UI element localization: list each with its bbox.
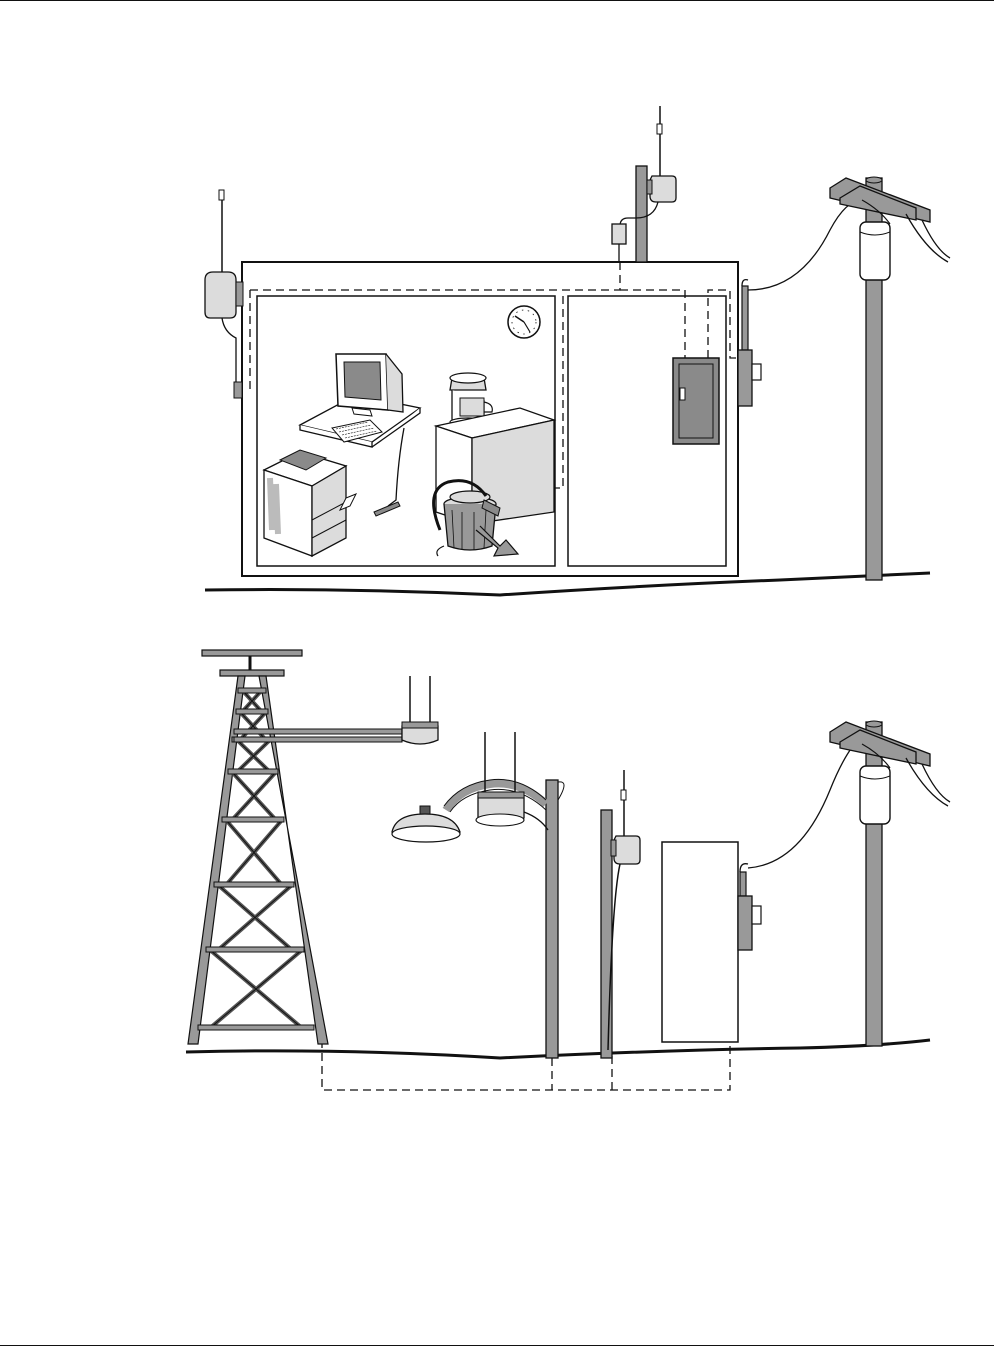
pole-radio — [608, 770, 640, 1050]
service-drop-line-lower — [748, 736, 862, 868]
lattice-tower — [188, 650, 402, 1044]
utility-pole — [830, 177, 950, 580]
electric-meter — [738, 280, 761, 406]
building-installation-diagram — [205, 106, 950, 595]
wall-mounted-radio — [205, 190, 243, 398]
utility-cabinet — [662, 842, 738, 1042]
electrical-panel — [673, 358, 719, 444]
outdoor-installation-diagram — [186, 650, 950, 1090]
roof-mast-radio — [612, 106, 676, 262]
tower-arm-radio — [402, 676, 438, 744]
service-drop-line — [748, 200, 862, 290]
clock — [508, 306, 540, 338]
photocopier — [264, 450, 356, 556]
utility-pole — [830, 721, 950, 1046]
utility-pole-small — [601, 810, 612, 1058]
electric-meter — [738, 864, 761, 950]
